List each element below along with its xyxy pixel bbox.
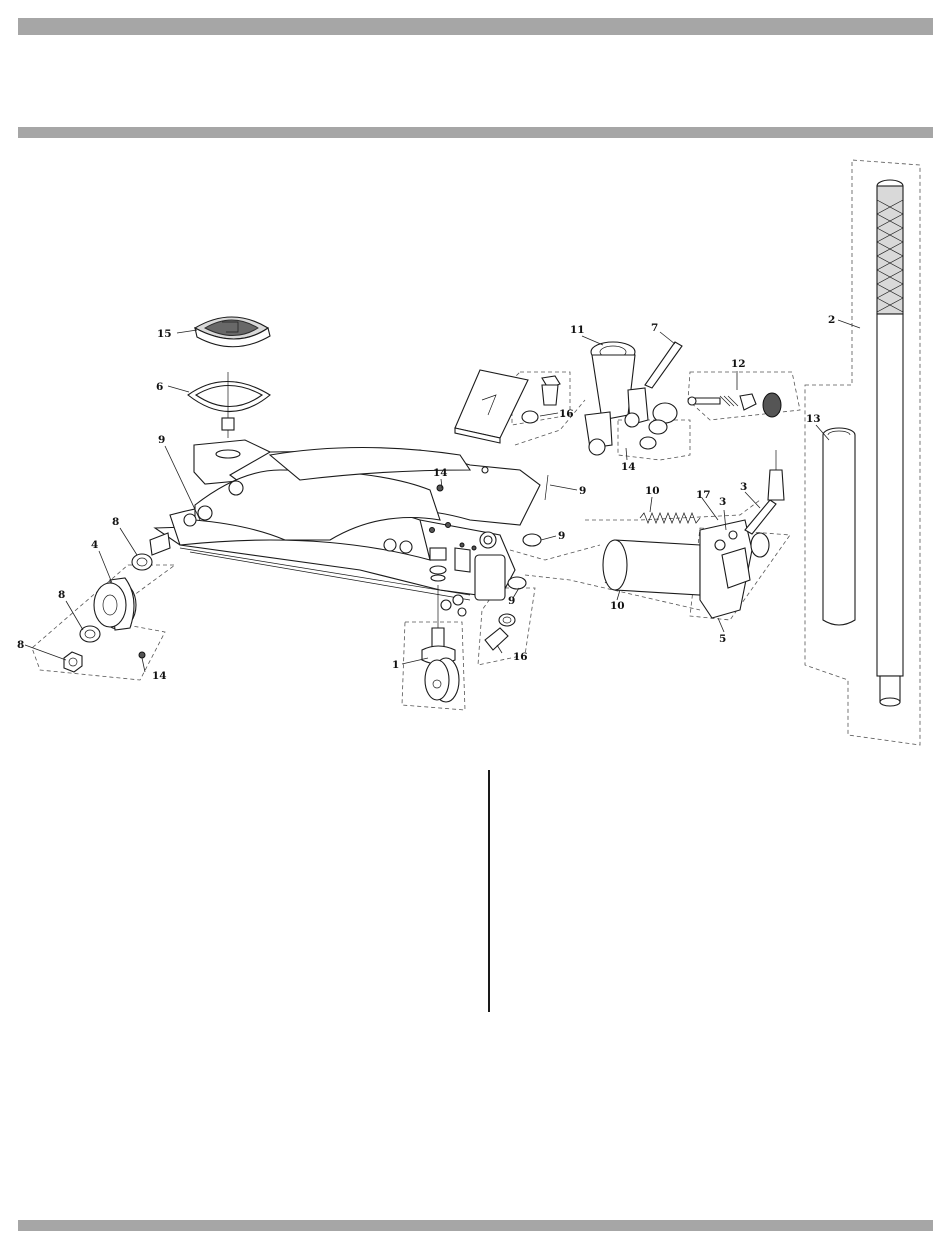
- release-valve: [745, 450, 784, 534]
- wheel-washer-lower: [80, 626, 100, 642]
- callout-9: 9: [508, 595, 515, 607]
- callout-9: 9: [579, 485, 586, 497]
- callout-4: 4: [91, 539, 98, 551]
- link-pin: [645, 342, 682, 388]
- callout-6: 6: [156, 381, 163, 393]
- callout-2: 2: [828, 314, 835, 326]
- ram-parts: [688, 393, 781, 417]
- caster-bolts: [441, 595, 466, 616]
- lift-plate: [455, 370, 528, 443]
- callout-16: 16: [513, 651, 528, 663]
- callout-3: 3: [740, 481, 747, 493]
- callout-14: 14: [621, 461, 636, 473]
- callout-1: 1: [392, 659, 399, 671]
- callout-8: 8: [112, 516, 119, 528]
- callout-16: 16: [559, 408, 574, 420]
- callout-8: 8: [17, 639, 24, 651]
- handle-socket: [823, 428, 855, 625]
- callout-8: 8: [58, 589, 65, 601]
- axle-nut: [64, 652, 82, 672]
- callout-11: 11: [570, 324, 585, 336]
- wheel-washer-upper: [132, 554, 152, 570]
- callout-5: 5: [719, 633, 726, 645]
- callout-9: 9: [158, 434, 165, 446]
- callout-15: 15: [157, 328, 172, 340]
- handle: [877, 180, 903, 706]
- grease-fitting-wheel: [139, 652, 145, 658]
- callout-12: 12: [731, 358, 746, 370]
- callout-14: 14: [152, 670, 167, 682]
- pin-lower: [485, 614, 515, 650]
- callout-13: 13: [806, 413, 821, 425]
- saddle-adapter: [188, 372, 270, 438]
- front-axle-stub: [150, 533, 170, 555]
- wheel: [94, 578, 136, 630]
- callout-7: 7: [651, 322, 658, 334]
- callout-10: 10: [610, 600, 625, 612]
- pump-unit: [603, 520, 769, 618]
- callout-10: 10: [645, 485, 660, 497]
- callout-9: 9: [558, 530, 565, 542]
- saddle-pad: [195, 317, 270, 347]
- callout-17: 17: [696, 489, 711, 501]
- callout-3: 3: [719, 496, 726, 508]
- callout-14: 14: [433, 467, 448, 479]
- lift-link: [585, 342, 648, 455]
